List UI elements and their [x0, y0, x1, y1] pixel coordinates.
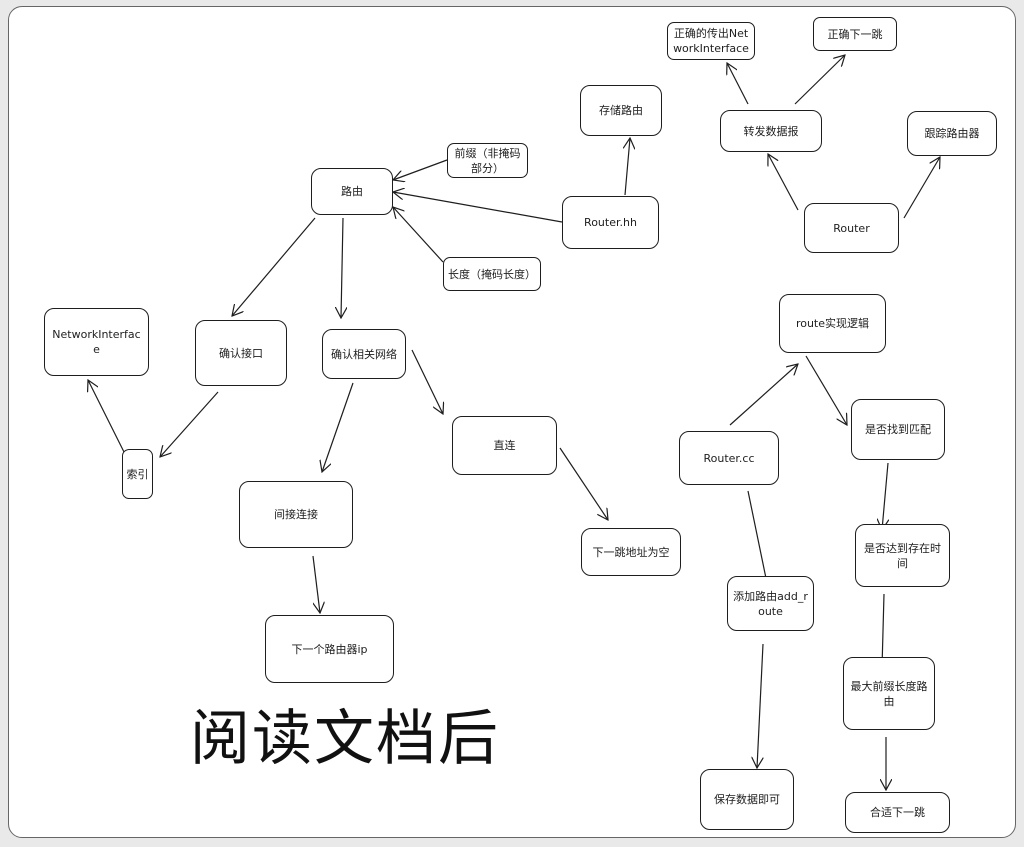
node-store-route[interactable]: 存储路由	[580, 85, 662, 136]
node-index[interactable]: 索引	[122, 449, 153, 499]
node-prefix[interactable]: 前缀（非掩码部分）	[447, 143, 528, 178]
node-save-data[interactable]: 保存数据即可	[700, 769, 794, 830]
node-add-route[interactable]: 添加路由add_route	[727, 576, 814, 631]
node-forward-datagram[interactable]: 转发数据报	[720, 110, 822, 152]
node-correct-interface[interactable]: 正确的传出NetworkInterface	[667, 22, 755, 60]
node-track-router[interactable]: 跟踪路由器	[907, 111, 997, 156]
node-reached-ttl[interactable]: 是否达到存在时间	[855, 524, 950, 587]
node-direct[interactable]: 直连	[452, 416, 557, 475]
node-next-hop-empty[interactable]: 下一跳地址为空	[581, 528, 681, 576]
node-route-logic[interactable]: route实现逻辑	[779, 294, 886, 353]
node-correct-next-hop[interactable]: 正确下一跳	[813, 17, 897, 51]
node-routing[interactable]: 路由	[311, 168, 393, 215]
node-network-interface[interactable]: NetworkInterface	[44, 308, 149, 376]
node-confirm-interface[interactable]: 确认接口	[195, 320, 287, 386]
node-router[interactable]: Router	[804, 203, 899, 253]
node-next-router-ip[interactable]: 下一个路由器ip	[265, 615, 394, 683]
diagram-title: 阅读文档后	[190, 704, 500, 774]
node-proper-next-hop[interactable]: 合适下一跳	[845, 792, 950, 833]
node-longest-prefix[interactable]: 最大前缀长度路由	[843, 657, 935, 730]
node-length[interactable]: 长度（掩码长度）	[443, 257, 541, 291]
node-indirect[interactable]: 间接连接	[239, 481, 353, 548]
node-router-hh[interactable]: Router.hh	[562, 196, 659, 249]
node-found-match[interactable]: 是否找到匹配	[851, 399, 945, 460]
node-router-cc[interactable]: Router.cc	[679, 431, 779, 485]
node-confirm-network[interactable]: 确认相关网络	[322, 329, 406, 379]
